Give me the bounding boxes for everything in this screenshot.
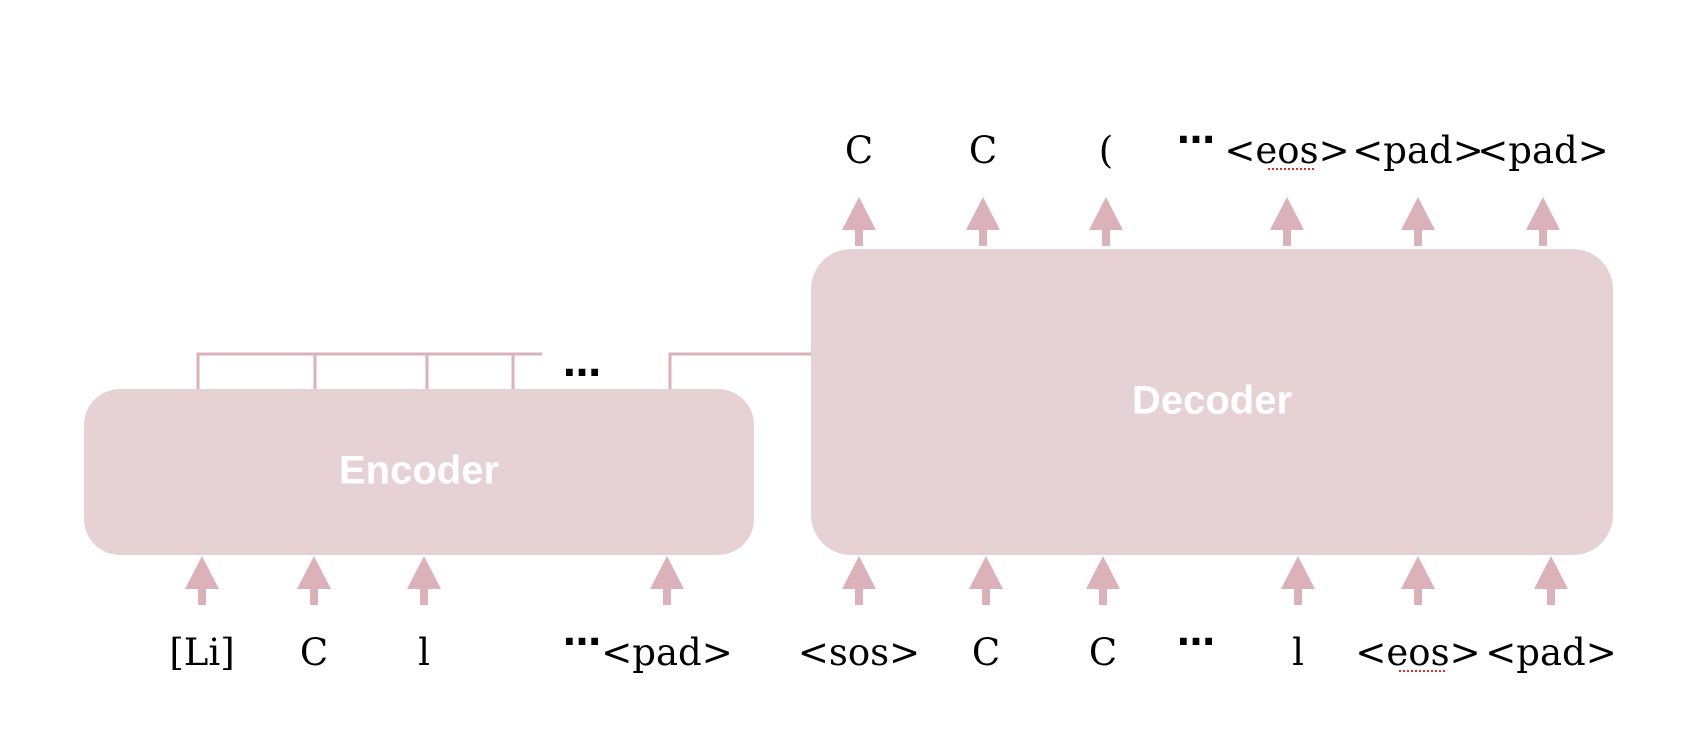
decoder-output-token: C: [969, 129, 997, 172]
encoder-label: Encoder: [339, 449, 499, 493]
decoder-output-arrow-stem: [1102, 229, 1110, 246]
encoder-output-connectors: [196, 352, 812, 390]
decoder-input-arrow-head: [1086, 556, 1120, 589]
encoder-to-decoder-connector: [668, 352, 812, 390]
encoder-input-arrow-head: [185, 556, 219, 589]
decoder-output-arrow-stem: [1283, 229, 1291, 246]
decoder-output-arrow-stem: [1539, 229, 1547, 246]
decoder-input-arrow-stem: [1547, 588, 1555, 605]
decoder-input-arrow-stem: [1099, 588, 1107, 605]
encoder-input-arrow-stem: [663, 588, 671, 605]
encoder-input-arrow-head: [650, 556, 684, 589]
decoder-input-arrow-stem: [1294, 588, 1302, 605]
decoder-output-token: <pad>: [1352, 129, 1483, 172]
decoder-input-token: l: [1292, 631, 1304, 674]
decoder-output-arrow-stem: [1414, 229, 1422, 246]
decoder-input-arrow-stem: [982, 588, 990, 605]
decoder-input-arrow-head: [1281, 556, 1315, 589]
decoder-output-arrow-head: [1270, 197, 1304, 230]
encoder-input-token: …: [563, 610, 601, 654]
decoder-label: Decoder: [1132, 379, 1292, 423]
encoder-input-token: <pad>: [601, 631, 732, 674]
decoder-output-arrow-stem: [855, 229, 863, 246]
decoder-input-arrow-head: [969, 556, 1003, 589]
decoder-output-token: …: [1177, 108, 1215, 152]
decoder-input-token: C: [972, 631, 1000, 674]
decoder-output-arrow-head: [966, 197, 1000, 230]
encoder-input-token: [Li]: [169, 631, 234, 674]
decoder-input-arrow-head: [842, 556, 876, 589]
decoder-input-token: <eos>: [1355, 631, 1480, 674]
decoder-output-token: <eos>: [1224, 129, 1349, 172]
encoder-input-token: l: [418, 631, 430, 674]
encoder-input-arrow-stem: [198, 588, 206, 605]
decoder-input-arrow-stem: [855, 588, 863, 605]
decoder-input-arrow-stem: [1414, 588, 1422, 605]
decoder-output-token: <pad>: [1477, 129, 1608, 172]
decoder-input-token: <pad>: [1485, 631, 1616, 674]
decoder-input-arrow-head: [1534, 556, 1568, 589]
decoder-box: [811, 249, 1613, 555]
encoder-input-token: C: [300, 631, 328, 674]
arrows: [185, 197, 1568, 605]
encoder-box: [84, 389, 754, 555]
encoder-input-arrow-head: [297, 556, 331, 589]
encoder-connector-bus: [196, 352, 542, 390]
encoder-outputs-ellipsis: …: [563, 341, 601, 385]
decoder-output-token: C: [845, 129, 873, 172]
decoder-output-arrow-stem: [979, 229, 987, 246]
decoder-output-arrow-head: [1089, 197, 1123, 230]
decoder-output-token: (: [1099, 129, 1113, 172]
encoder-input-arrow-head: [407, 556, 441, 589]
decoder-input-arrow-head: [1401, 556, 1435, 589]
decoder-input-token: C: [1089, 631, 1117, 674]
decoder-output-arrow-head: [842, 197, 876, 230]
decoder-output-arrow-head: [1526, 197, 1560, 230]
decoder-output-arrow-head: [1401, 197, 1435, 230]
decoder-input-token: <sos>: [798, 631, 920, 674]
encoder-input-arrow-stem: [420, 588, 428, 605]
encoder-input-arrow-stem: [310, 588, 318, 605]
decoder-input-token: …: [1177, 610, 1215, 654]
